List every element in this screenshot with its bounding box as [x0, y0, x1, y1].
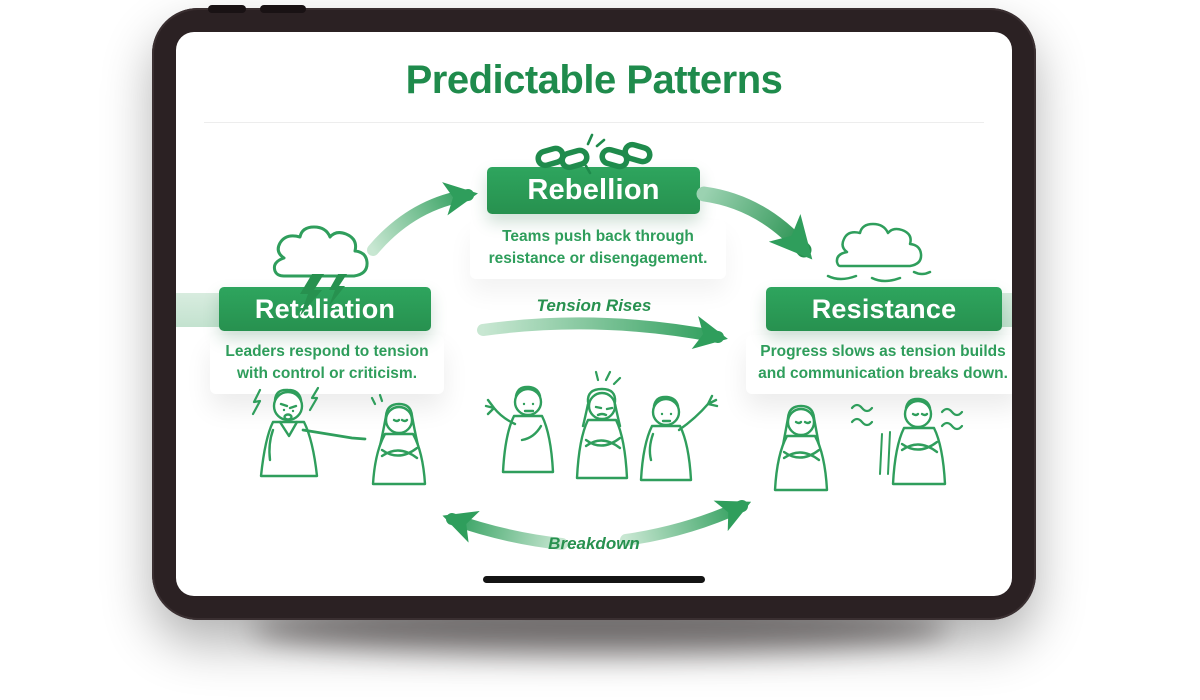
node-retaliation-label: Retaliation — [254, 293, 396, 324]
node-rebellion-banner: Rebellion — [487, 167, 700, 214]
tablet-top-button-1 — [208, 5, 246, 13]
node-rebellion-label: Rebellion — [527, 174, 660, 206]
tension-rises-label: Tension Rises — [536, 296, 652, 315]
tablet-device: Predictable Patterns — [152, 5, 1036, 620]
tablet-top-button-2 — [260, 5, 306, 13]
dissipating-cloud-icon — [826, 222, 932, 283]
breakdown-label: Breakdown — [548, 534, 640, 553]
home-indicator[interactable] — [483, 576, 705, 583]
arrow-tension-rises — [477, 316, 728, 349]
tablet-screen: Predictable Patterns — [176, 32, 1012, 596]
rebellion-illustration — [484, 370, 719, 482]
retaliation-illustration — [251, 386, 427, 486]
node-resistance-banner: Resistance — [766, 287, 1002, 331]
node-resistance-label: Resistance — [811, 293, 957, 324]
node-resistance-description: Progress slows as tension builds and com… — [746, 335, 1012, 395]
title-divider — [204, 122, 984, 123]
node-rebellion-description: Teams push back through resistance or di… — [470, 220, 726, 280]
tension-squiggles-icon — [850, 403, 964, 431]
arrow-retaliation-to-rebellion — [367, 182, 478, 256]
resistance-illustration — [773, 397, 964, 492]
node-retaliation-description: Leaders respond to tension with control … — [210, 335, 444, 395]
node-retaliation-banner: Retaliation — [219, 287, 431, 331]
page-title: Predictable Patterns — [405, 58, 783, 102]
